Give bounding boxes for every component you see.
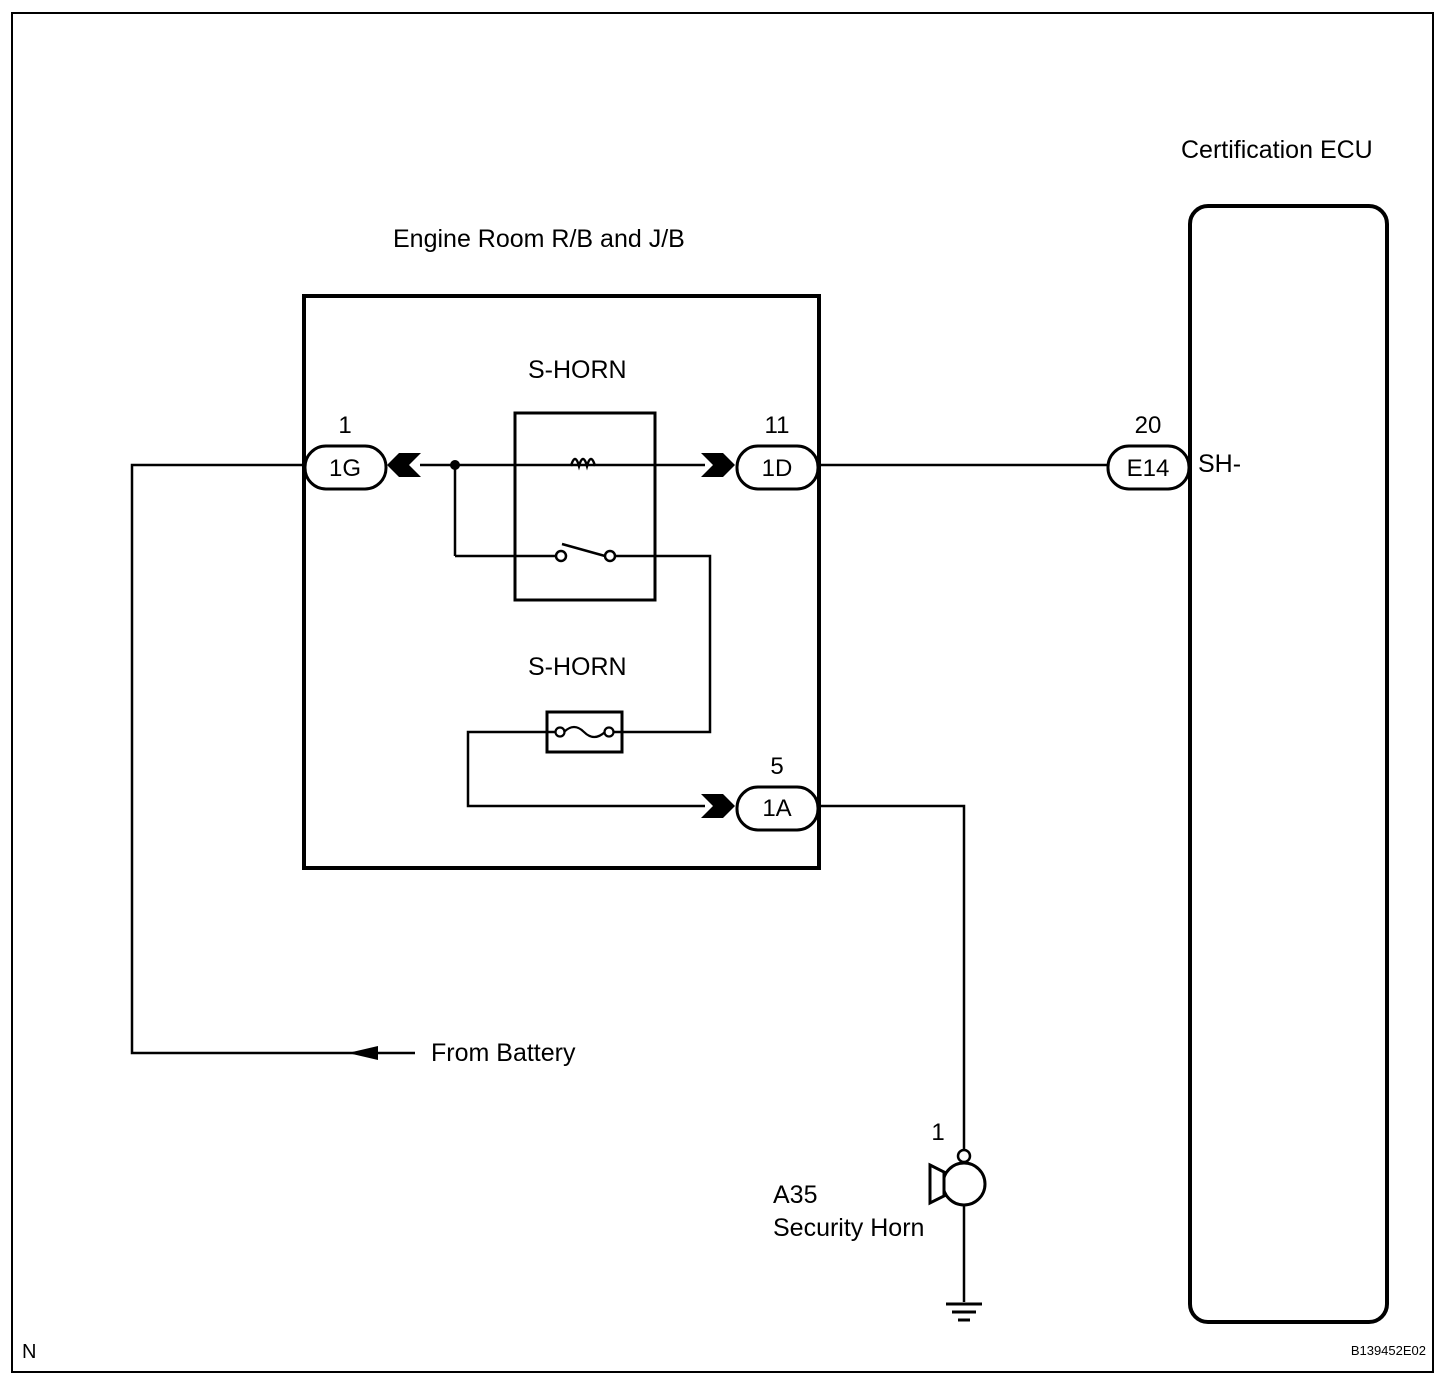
junction-block-title: Engine Room R/B and J/B xyxy=(393,225,685,253)
horn-name: Security Horn xyxy=(773,1214,924,1242)
certification-ecu-box xyxy=(1188,204,1389,1324)
outer-frame xyxy=(11,12,1434,1373)
relay-switch-icon xyxy=(554,542,617,563)
connector-1g xyxy=(303,444,388,491)
connector-1a-pin: 5 xyxy=(770,753,783,780)
relay-coil-icon xyxy=(569,457,597,471)
ground-icon xyxy=(946,1302,982,1322)
connector-1g-pin: 1 xyxy=(338,412,351,439)
security-horn-icon xyxy=(928,1148,987,1207)
arrow-1g-icon xyxy=(387,453,421,477)
connector-e14 xyxy=(1106,444,1191,491)
relay-box xyxy=(513,411,657,602)
horn-code: A35 xyxy=(773,1181,817,1209)
junction-dot xyxy=(450,460,460,470)
connector-1a-code: 1A xyxy=(762,795,791,822)
relay-label: S-HORN xyxy=(528,356,627,384)
from-battery-label: From Battery xyxy=(431,1039,576,1067)
connector-1g-code: 1G xyxy=(329,455,361,482)
junction-block-box xyxy=(302,294,821,870)
corner-mark: N xyxy=(22,1341,36,1363)
fuse-label: S-HORN xyxy=(528,653,627,681)
figure-id: B139452E02 xyxy=(1351,1343,1426,1358)
connector-1a xyxy=(735,785,820,832)
horn-pin: 1 xyxy=(931,1119,944,1146)
from-battery-arrow-icon xyxy=(348,1046,378,1060)
ecu-title: Certification ECU xyxy=(1181,136,1373,164)
arrow-1d-icon xyxy=(701,453,735,477)
arrow-1a-icon xyxy=(701,794,735,818)
connector-1d-code: 1D xyxy=(762,455,793,482)
connector-1d-pin: 11 xyxy=(765,412,790,439)
ecu-terminal-label: SH- xyxy=(1198,450,1241,478)
connector-1d xyxy=(735,444,820,491)
connector-e14-code: E14 xyxy=(1127,455,1170,482)
connector-e14-pin: 20 xyxy=(1135,412,1162,439)
wires xyxy=(130,463,1108,1302)
fuse-icon xyxy=(545,710,624,754)
